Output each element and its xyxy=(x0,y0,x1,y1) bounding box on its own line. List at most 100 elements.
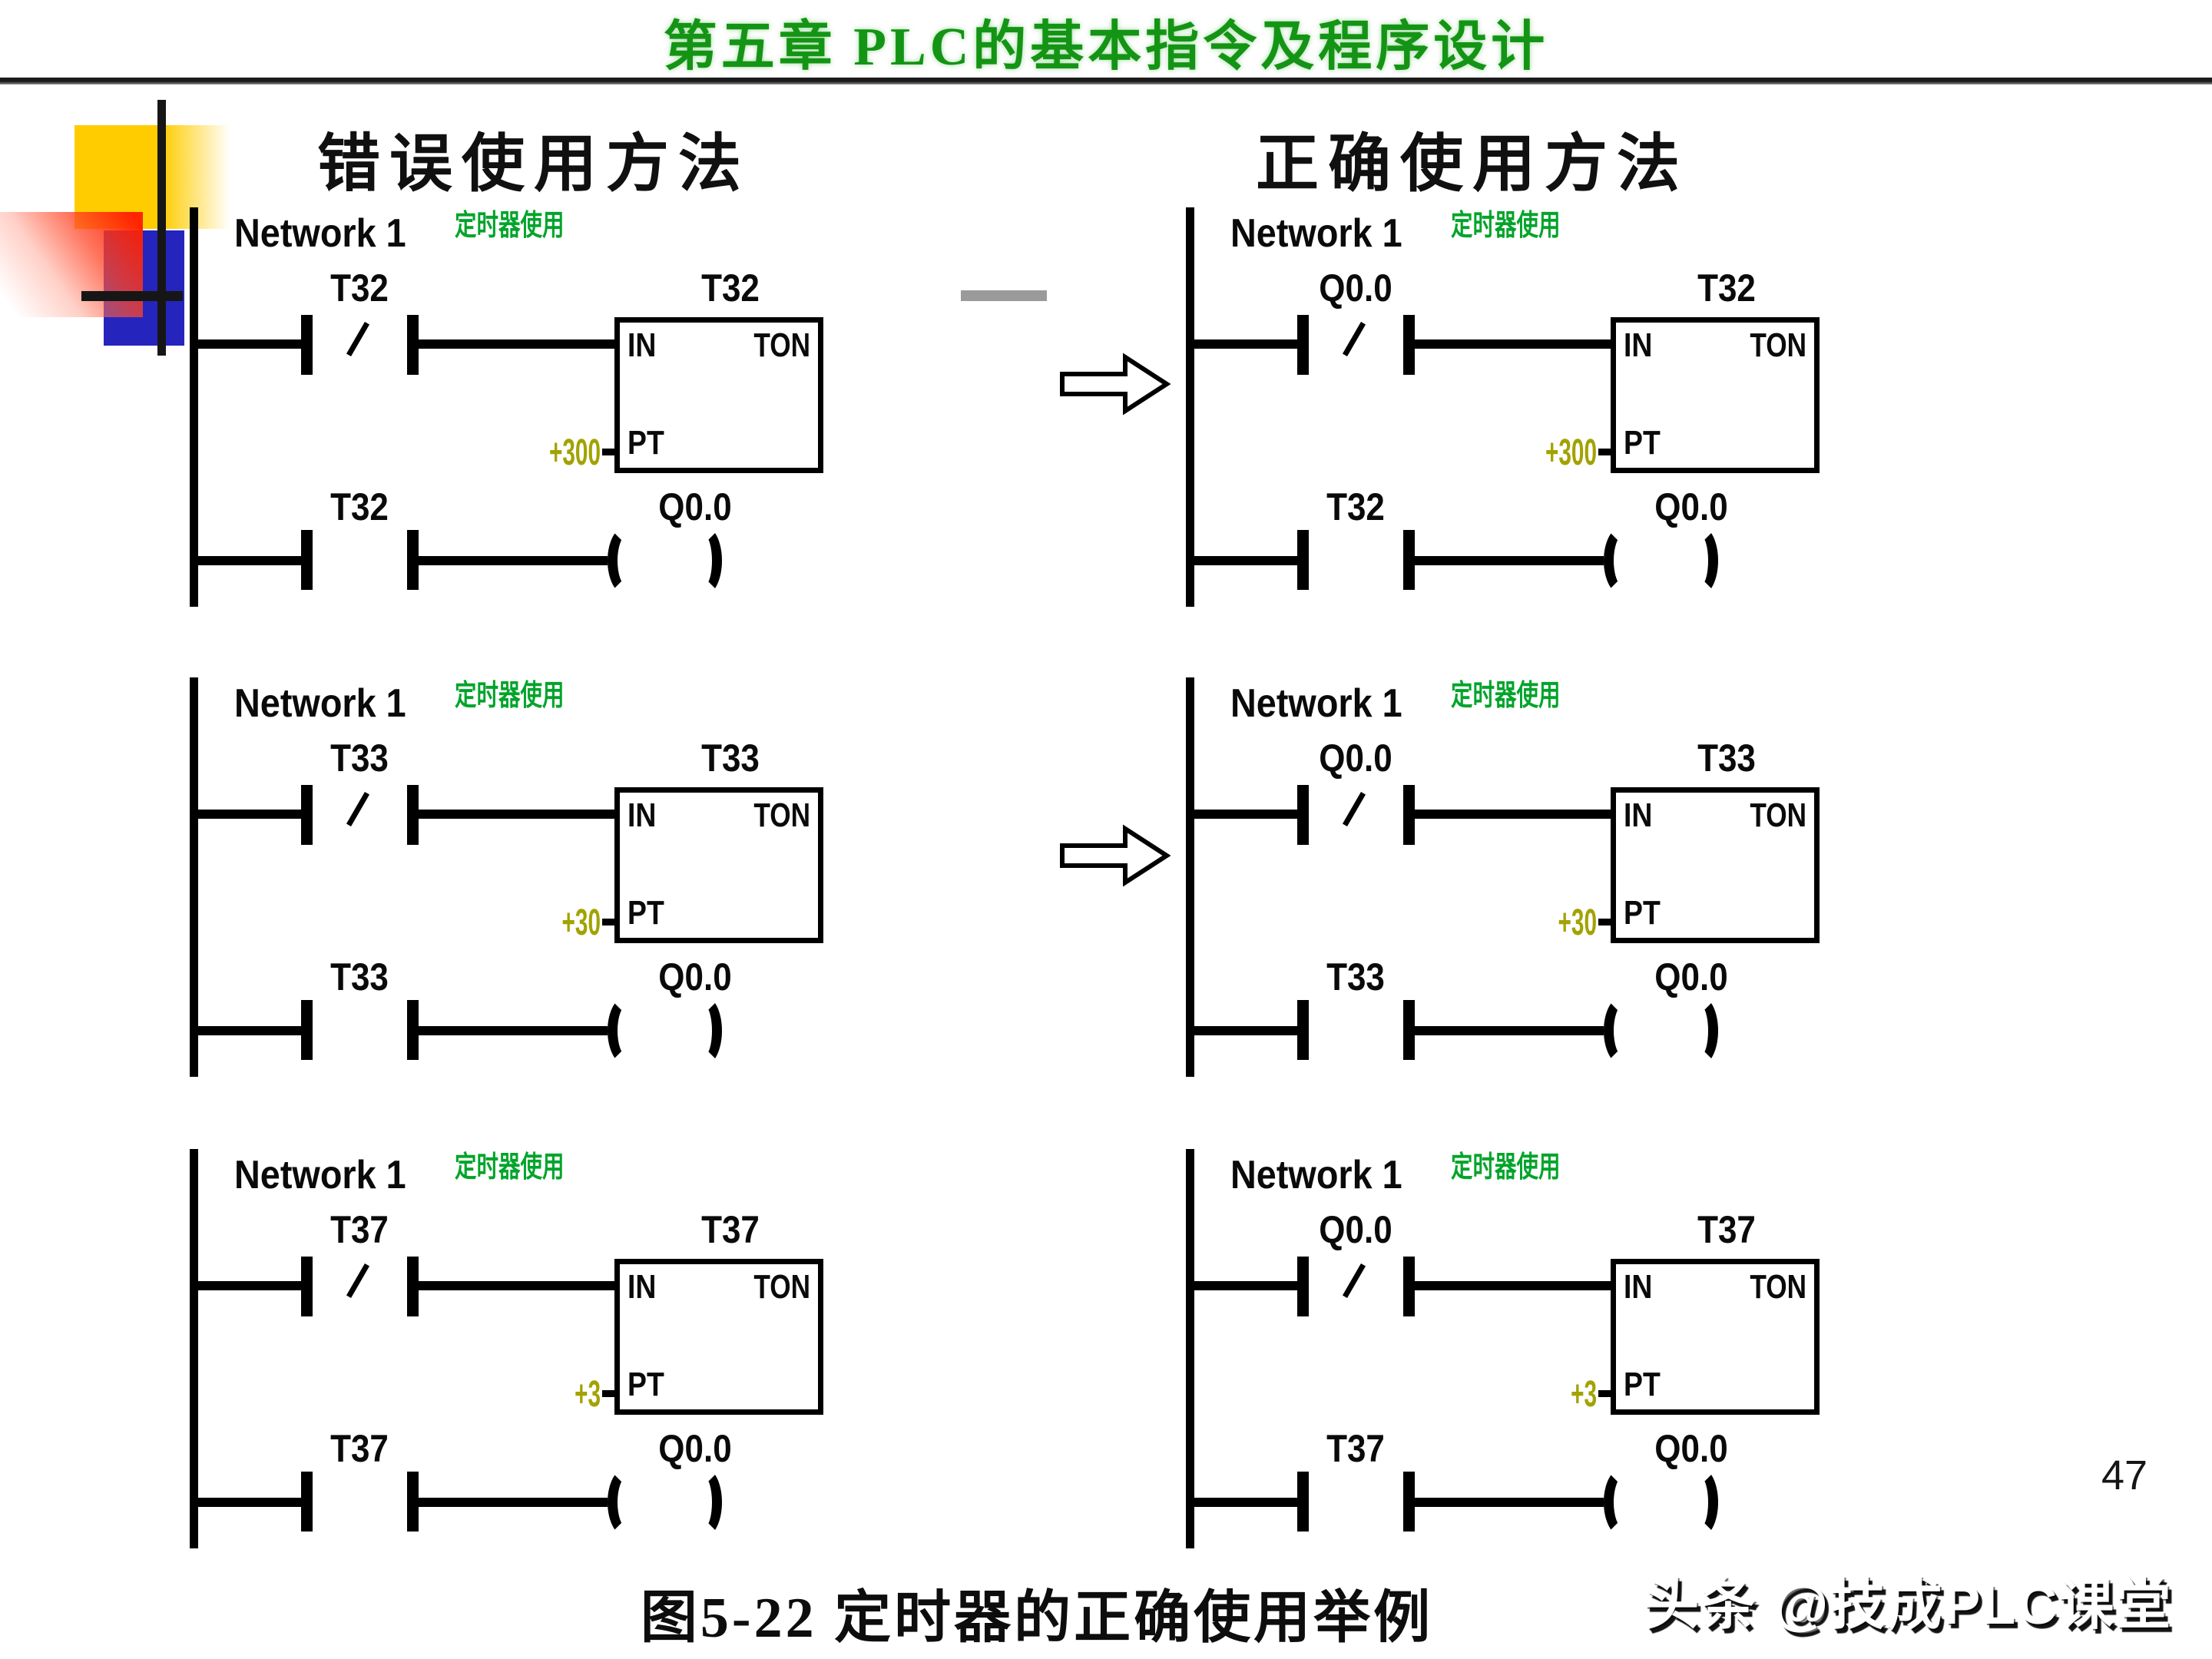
preset-value: +30 xyxy=(561,902,601,943)
pin-in-label: IN xyxy=(1624,326,1653,364)
watermark: 头条 @技成PLC课堂 xyxy=(1644,1575,2173,1636)
page-number: 47 xyxy=(2101,1452,2148,1498)
wire xyxy=(419,1026,608,1035)
transform-arrow-icon xyxy=(1058,823,1171,888)
ton-timer-box: IN TON PT xyxy=(1611,317,1820,473)
transform-arrow-icon xyxy=(1058,352,1171,416)
wire xyxy=(1415,1498,1604,1507)
power-rail xyxy=(190,207,198,607)
contact1-label: Q0.0 xyxy=(1319,267,1392,310)
contact-bar xyxy=(1297,530,1309,590)
ton-timer-box: IN TON PT xyxy=(1611,787,1820,943)
wire xyxy=(1194,556,1297,565)
coil-left-paren xyxy=(608,526,645,595)
ladder-correct-row2: Network 1 定时器使用 Q0.0 T33 IN TON PT +30 T… xyxy=(1186,677,1831,1091)
coil-right-paren xyxy=(1684,526,1718,595)
contact-bar xyxy=(1403,1000,1415,1060)
coil-label: Q0.0 xyxy=(1654,955,1728,998)
timer-label: T37 xyxy=(1697,1208,1756,1251)
power-rail xyxy=(1186,677,1194,1077)
coil-label: Q0.0 xyxy=(658,485,732,528)
ton-timer-box: IN TON PT xyxy=(614,787,823,943)
contact-bar xyxy=(1403,1472,1415,1532)
pin-pt-label: PT xyxy=(628,1366,664,1403)
contact-bar xyxy=(407,1472,419,1532)
network-comment: 定时器使用 xyxy=(1451,680,1561,712)
contact-bar xyxy=(1403,785,1415,845)
wire xyxy=(198,556,301,565)
contact2-label: T32 xyxy=(1326,485,1385,528)
wire xyxy=(1194,810,1297,819)
pin-in-label: IN xyxy=(628,326,657,364)
contact-bar xyxy=(407,315,419,375)
wire xyxy=(419,556,608,565)
coil-label: Q0.0 xyxy=(1654,485,1728,528)
timer-label: T33 xyxy=(701,737,760,780)
preset-value: +3 xyxy=(575,1374,601,1415)
wire xyxy=(1415,556,1604,565)
decor-yellow-square xyxy=(75,125,230,229)
power-rail xyxy=(1186,207,1194,607)
contact1-label: Q0.0 xyxy=(1319,1208,1392,1251)
contact2-label: T33 xyxy=(1326,955,1385,998)
network-label: Network 1 xyxy=(1230,1153,1402,1197)
wire xyxy=(198,1498,301,1507)
column-header-correct: 正确使用方法 xyxy=(1256,129,1690,199)
preset-value: +3 xyxy=(1571,1374,1597,1415)
contact-bar xyxy=(1297,785,1309,845)
wire xyxy=(1194,1026,1297,1035)
pin-pt-label: PT xyxy=(1624,894,1661,932)
pin-in-label: IN xyxy=(1624,1268,1653,1306)
coil-right-paren xyxy=(687,996,722,1065)
coil-right-paren xyxy=(1684,996,1718,1065)
box-type-label: TON xyxy=(753,326,810,364)
ladder-wrong-row2: Network 1 定时器使用 T33 T33 IN TON PT +30 T3… xyxy=(190,677,835,1091)
wire xyxy=(198,1026,301,1035)
preset-connector xyxy=(1598,449,1614,455)
timer-label: T33 xyxy=(1697,737,1756,780)
wire xyxy=(1194,1498,1297,1507)
contact-bar xyxy=(301,1257,313,1316)
contact-bar xyxy=(407,530,419,590)
contact-bar xyxy=(301,530,313,590)
contact-bar xyxy=(1403,530,1415,590)
wire xyxy=(419,810,614,819)
network-label: Network 1 xyxy=(234,1153,406,1197)
contact-bar xyxy=(301,1472,313,1532)
network-label: Network 1 xyxy=(234,211,406,256)
contact-bar xyxy=(1403,1257,1415,1316)
wire xyxy=(198,810,301,819)
power-rail xyxy=(190,677,198,1077)
ladder-correct-row1: Network 1 定时器使用 Q0.0 T32 IN TON PT +300 … xyxy=(1186,207,1831,621)
gray-dash-mark xyxy=(961,290,1047,301)
ladder-wrong-row1: Network 1 定时器使用 T32 T32 IN TON PT +300 T… xyxy=(190,207,835,621)
wire xyxy=(1415,1281,1611,1290)
wire xyxy=(198,1281,301,1290)
wire xyxy=(419,1498,608,1507)
contact1-label: T32 xyxy=(330,267,389,310)
timer-label: T32 xyxy=(1697,267,1756,310)
preset-value: +30 xyxy=(1558,902,1597,943)
coil-left-paren xyxy=(1604,1468,1641,1537)
preset-connector xyxy=(1598,1390,1614,1397)
wire xyxy=(1415,339,1611,349)
box-type-label: TON xyxy=(753,1268,810,1306)
contact-bar xyxy=(407,1257,419,1316)
preset-value: +300 xyxy=(548,432,601,473)
slide-title: 第五章 PLC的基本指令及程序设计 xyxy=(663,18,1549,77)
pin-in-label: IN xyxy=(1624,796,1653,834)
network-comment: 定时器使用 xyxy=(455,680,565,712)
wire xyxy=(1415,1026,1604,1035)
contact1-label: Q0.0 xyxy=(1319,737,1392,780)
pin-in-label: IN xyxy=(628,1268,657,1306)
figure-caption: 图5-22 定时器的正确使用举例 xyxy=(640,1587,1434,1650)
contact1-label: T33 xyxy=(330,737,389,780)
contact-bar xyxy=(301,1000,313,1060)
coil-left-paren xyxy=(608,1468,645,1537)
box-type-label: TON xyxy=(1750,796,1806,834)
nc-contact-slash xyxy=(346,791,370,827)
nc-contact-slash xyxy=(1342,791,1366,827)
coil-left-paren xyxy=(608,996,645,1065)
contact2-label: T37 xyxy=(330,1427,389,1470)
